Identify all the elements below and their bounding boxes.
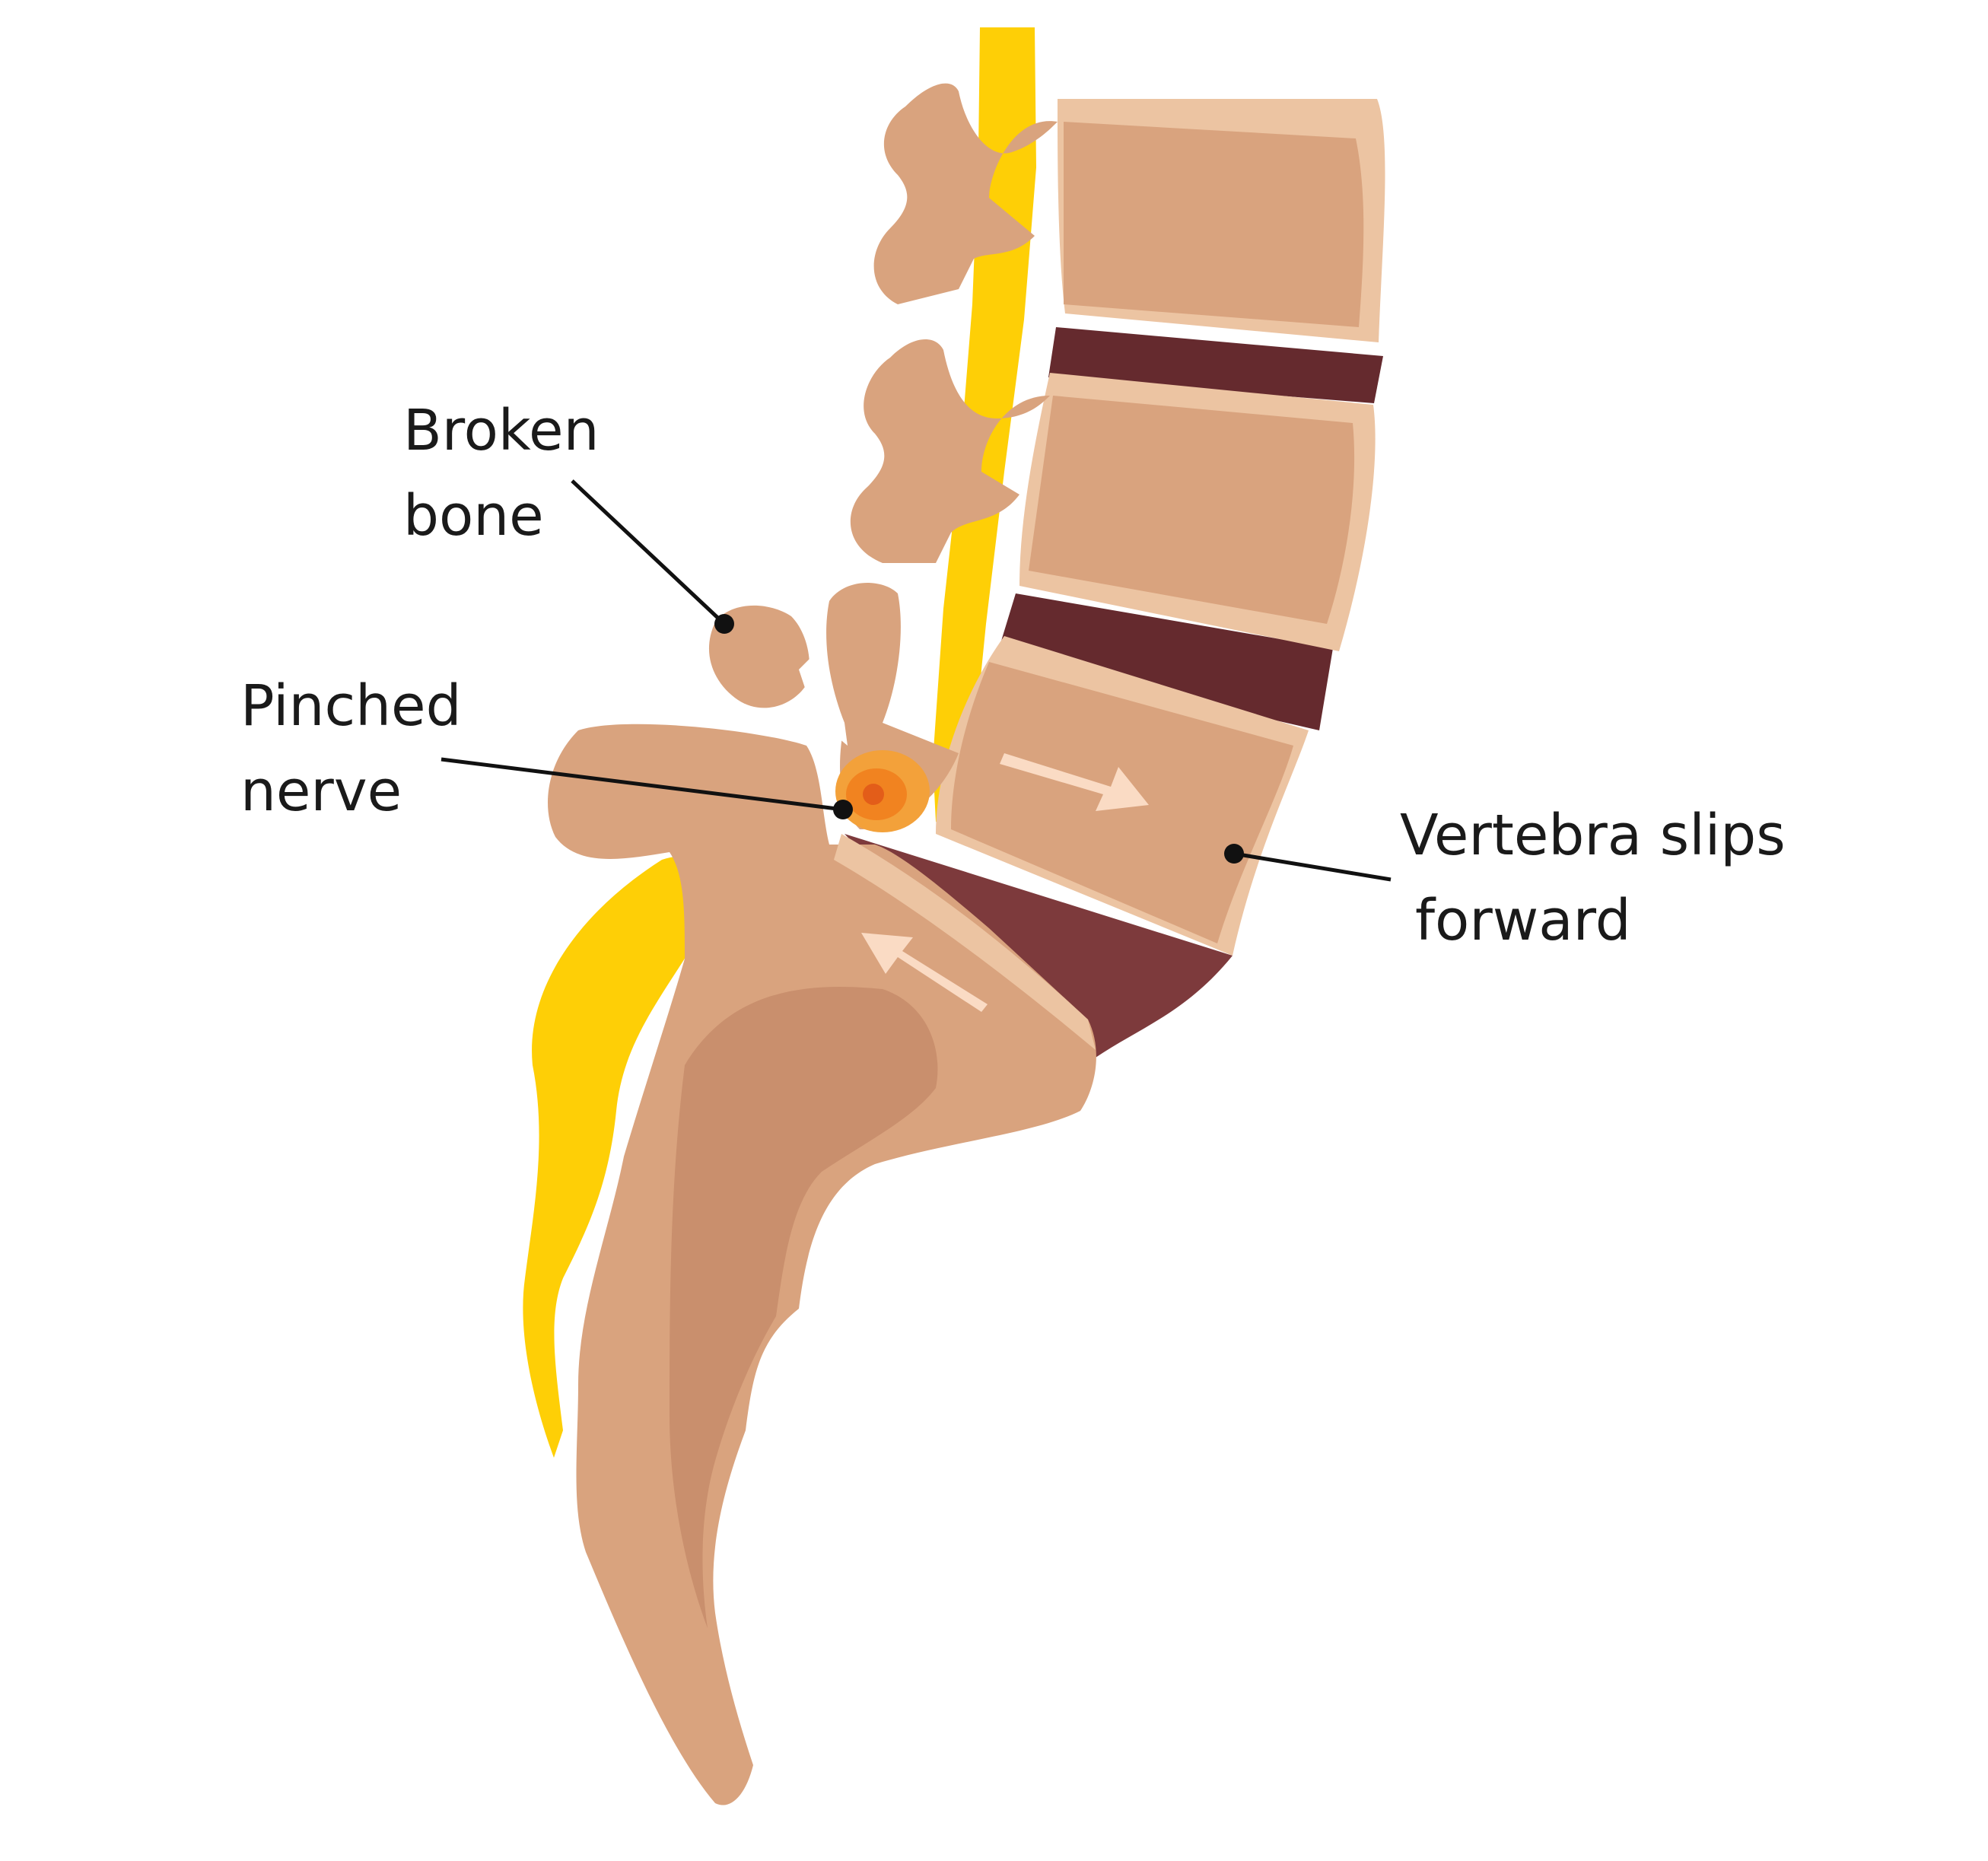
pinched-nerve-label-line1: Pinched [240,673,462,739]
pinched-nerve-dot [833,800,853,819]
vertebra-slips-pointer [1233,851,1392,882]
pinched-nerve-label: Pinched nerve [240,663,462,834]
pointer-dots [714,614,1244,864]
pinched-nerve-label-line2: nerve [240,759,402,824]
pointer-lines [441,479,1392,882]
sacrum [548,724,1096,1805]
vertebra-slips-label-line1: Vertebra slips [1400,803,1786,868]
broken-bone-label: Broken bone [403,388,599,558]
broken-bone-label-line2: bone [403,483,544,549]
broken-bone-label-line1: Broken [403,398,600,463]
vertebra-l3 [873,83,1385,342]
vertebra-slips-dot [1224,844,1244,864]
broken-bone-pointer [571,479,726,625]
pinched-nerve-pointer [441,757,844,812]
vertebra-l5-slipped [708,583,1309,956]
pinch-point [835,750,930,832]
broken-bone-dot [714,614,734,634]
vertebra-slips-label: Vertebra slips forward [1400,793,1786,963]
vertebra-slips-label-line2: forward [1415,888,1631,953]
vertebra-l4 [850,339,1376,651]
